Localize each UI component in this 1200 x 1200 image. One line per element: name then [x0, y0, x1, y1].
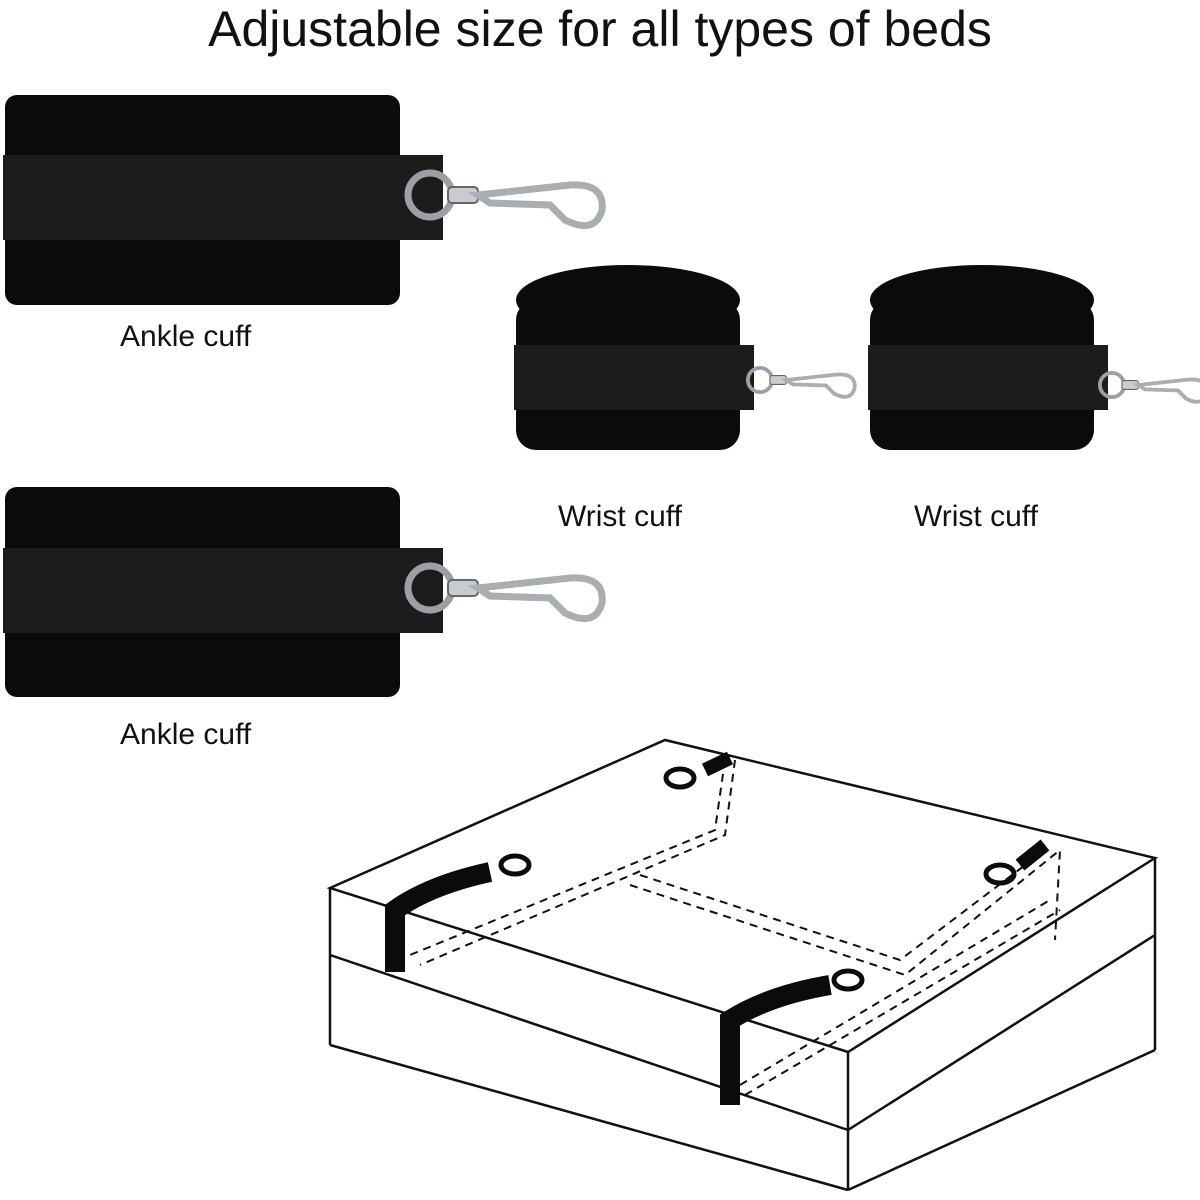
- wrist-cuff-right-image: [868, 265, 1200, 450]
- ankle-cuff-top-image: [3, 95, 602, 305]
- wrist-cuff-label-right: Wrist cuff: [914, 500, 1038, 533]
- ankle-cuff-label-top: Ankle cuff: [120, 320, 252, 353]
- ankle-cuff-bottom-image: [3, 487, 602, 697]
- bed-straps: [385, 751, 1050, 1105]
- wrist-cuff-left-image: [514, 265, 857, 450]
- ankle-cuff-label-bottom: Ankle cuff: [120, 718, 252, 751]
- page-title: Adjustable size for all types of beds: [208, 1, 992, 57]
- bed-diagram: [326, 738, 1159, 1192]
- wrist-cuff-label-left: Wrist cuff: [558, 500, 682, 533]
